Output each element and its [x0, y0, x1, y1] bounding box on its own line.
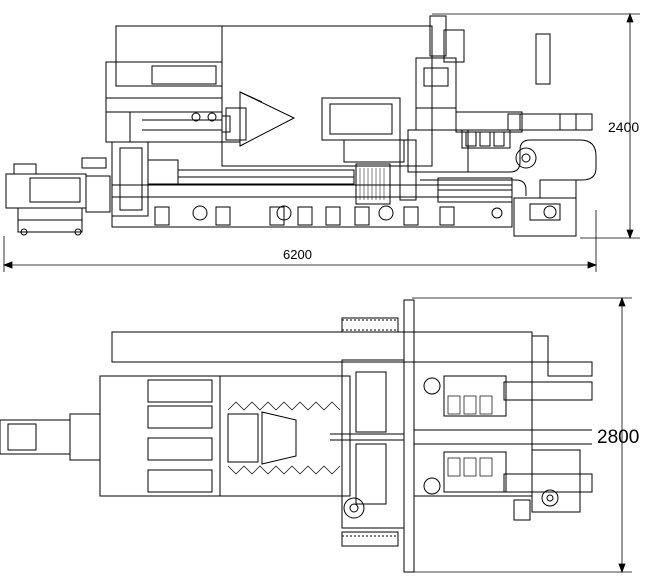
hydraulic-cylinder	[507, 113, 593, 131]
control-screen	[423, 67, 449, 87]
bellows	[227, 401, 341, 475]
feeder-plan	[0, 413, 101, 461]
chain-conveyor	[420, 139, 597, 181]
main-frame	[111, 331, 533, 363]
bed-hole	[378, 205, 394, 221]
dimension-length	[2, 210, 598, 272]
main-housing	[221, 25, 433, 167]
length-dimension-label: 6200	[283, 247, 312, 262]
dimension-height	[432, 12, 640, 240]
injection-housing	[115, 25, 223, 87]
cone-plan	[261, 411, 297, 465]
grille	[359, 168, 385, 200]
dimension-width	[412, 296, 632, 574]
hatch-strip	[341, 319, 399, 331]
plan-view	[0, 299, 593, 573]
side-elevation-view	[5, 15, 597, 237]
bed-hole	[192, 205, 208, 221]
height-dimension-label: 2400	[608, 119, 639, 135]
control-tower	[429, 15, 447, 57]
bed-hole	[491, 207, 503, 219]
injection-cone	[239, 91, 296, 147]
cylinder-plan	[503, 381, 593, 401]
feeder-cart	[5, 157, 111, 236]
width-dimension-label: 2800	[597, 427, 639, 448]
